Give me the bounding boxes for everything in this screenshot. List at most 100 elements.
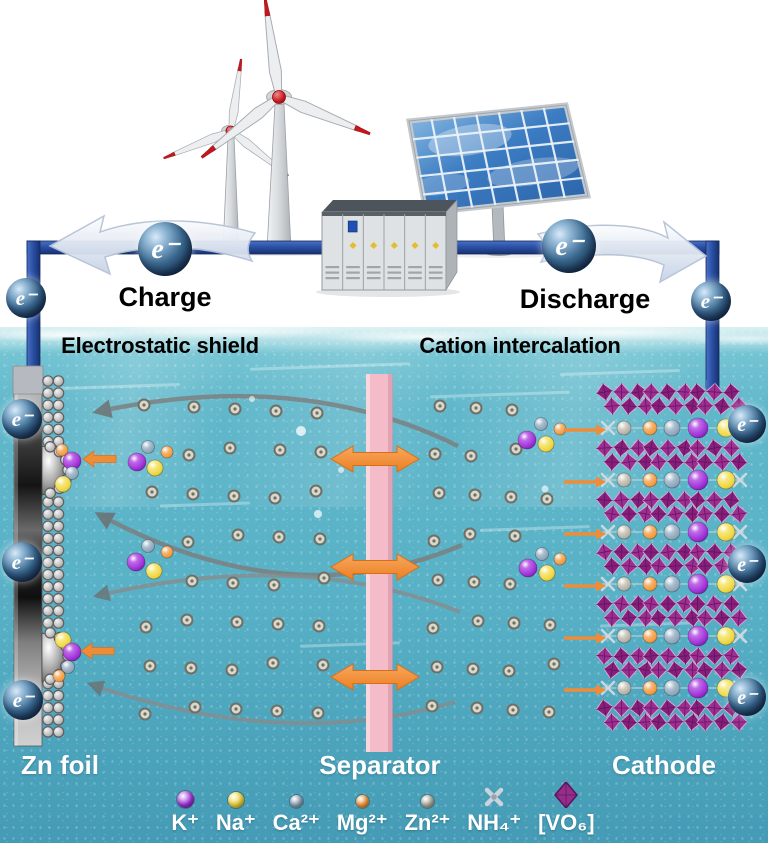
ca-ion (65, 466, 79, 480)
ca-ion (663, 523, 681, 541)
cabinet-vent (387, 271, 402, 274)
panel-grid-line (415, 140, 575, 159)
electron-icon: e⁻ (138, 222, 192, 276)
gray-ion-center (187, 453, 191, 457)
cabinet-vent (428, 271, 443, 274)
shield-bead (42, 689, 54, 702)
electron-icon: e⁻ (691, 281, 731, 321)
intercalation-arrow-head (596, 684, 606, 696)
octahedron-edge (723, 491, 740, 509)
gray-ion-center (509, 495, 513, 499)
mg-ion (642, 576, 658, 592)
octahedron-edge (596, 383, 613, 401)
ca-ion (663, 471, 681, 489)
gray-ion-center (144, 625, 148, 629)
octahedron-edge (659, 491, 677, 509)
k-ion (62, 642, 82, 662)
cabinet-vent (366, 271, 381, 274)
gray-ion-center (435, 665, 439, 669)
octahedron-edge (706, 595, 723, 613)
gray-ion-center (476, 619, 480, 623)
octahedron-edge (706, 647, 723, 665)
charge-label: Charge (65, 283, 265, 311)
ca-ion (663, 575, 681, 593)
octahedron-edge (730, 713, 748, 731)
nh4-ion (732, 628, 748, 644)
cabinet-vent (408, 266, 422, 269)
octahedron-edge (650, 609, 667, 627)
legend-item-na-ion: Na⁺ (216, 786, 256, 836)
octahedron-edge (667, 661, 684, 679)
solar-panel-grid (412, 107, 584, 211)
na-ion (538, 564, 556, 582)
gray-ion-center (433, 452, 437, 456)
k-ion (687, 573, 709, 595)
k-ion (687, 417, 709, 439)
gray-ion-center (552, 662, 556, 666)
electron-icon: e⁻ (6, 278, 46, 318)
octahedron-edge (713, 397, 731, 415)
gray-ion-center (322, 576, 326, 580)
octahedron-edge (689, 595, 706, 613)
shield-bead (42, 568, 54, 581)
gray-ion-center (437, 491, 441, 495)
na-ion-ball (227, 792, 244, 808)
shield-bead (42, 411, 54, 424)
octahedron-edge (642, 595, 660, 613)
shield-bead (52, 556, 65, 569)
na-ion (145, 562, 163, 580)
cabinet-vent (346, 277, 360, 280)
bubbles (249, 396, 549, 518)
ca-ion (663, 627, 681, 645)
cabinet-vent (428, 277, 443, 280)
gray-ion-center (186, 540, 190, 544)
gray-ion-center (472, 580, 476, 584)
warning-sign-icon (349, 241, 357, 250)
gray-ion-center (430, 704, 434, 708)
shield-bead (52, 580, 65, 593)
octahedron-edge (706, 491, 723, 509)
octahedron-edge (659, 647, 677, 665)
legend-label-k-ion: K⁺ (171, 810, 199, 835)
mg-ion (52, 669, 66, 683)
gray-ion-center (278, 448, 282, 452)
zn-ion (616, 420, 632, 436)
mg-ion (642, 472, 658, 488)
octahedron-edge (620, 713, 638, 731)
gray-ion-center (314, 489, 318, 493)
mg-ion-ball (355, 795, 369, 808)
shield-bead (52, 592, 65, 605)
legend-label-zn-ion: Zn²⁺ (404, 810, 451, 835)
octahedron-edge (689, 491, 706, 509)
cabinet-vent (325, 277, 340, 280)
ca-ion (61, 660, 75, 674)
legend-item-mg-ion: Mg²⁺ (337, 786, 387, 836)
octahedron-edge (667, 397, 684, 415)
octahedron-edge (706, 439, 723, 457)
na-ion (537, 435, 555, 453)
octahedron-edge (642, 647, 660, 665)
nh4-ion (600, 576, 616, 592)
octahedron-edge (642, 699, 660, 717)
octahedron-edge (642, 383, 660, 401)
shield-bead (42, 713, 54, 726)
octahedron-edge (689, 543, 706, 561)
cathode-label-text: Cathode (612, 750, 716, 780)
separator-double-arrow (330, 445, 420, 473)
shield-bead (52, 520, 65, 532)
octahedron-edge (650, 661, 667, 679)
mg-ion (55, 443, 69, 457)
shield-bead (52, 399, 65, 411)
octahedron-edge (620, 609, 638, 627)
zn-ion (616, 472, 632, 488)
cabinet-vent (428, 266, 443, 269)
na-ion (716, 522, 736, 542)
octahedron-edge (689, 383, 706, 401)
gray-ion-center (233, 407, 237, 411)
octahedron-edge (667, 505, 684, 523)
gray-ion-center (190, 579, 194, 583)
legend-item-vo6-unit: [VO₆] (538, 782, 595, 836)
cathode-lattice (564, 380, 748, 732)
na-ion (146, 459, 164, 477)
